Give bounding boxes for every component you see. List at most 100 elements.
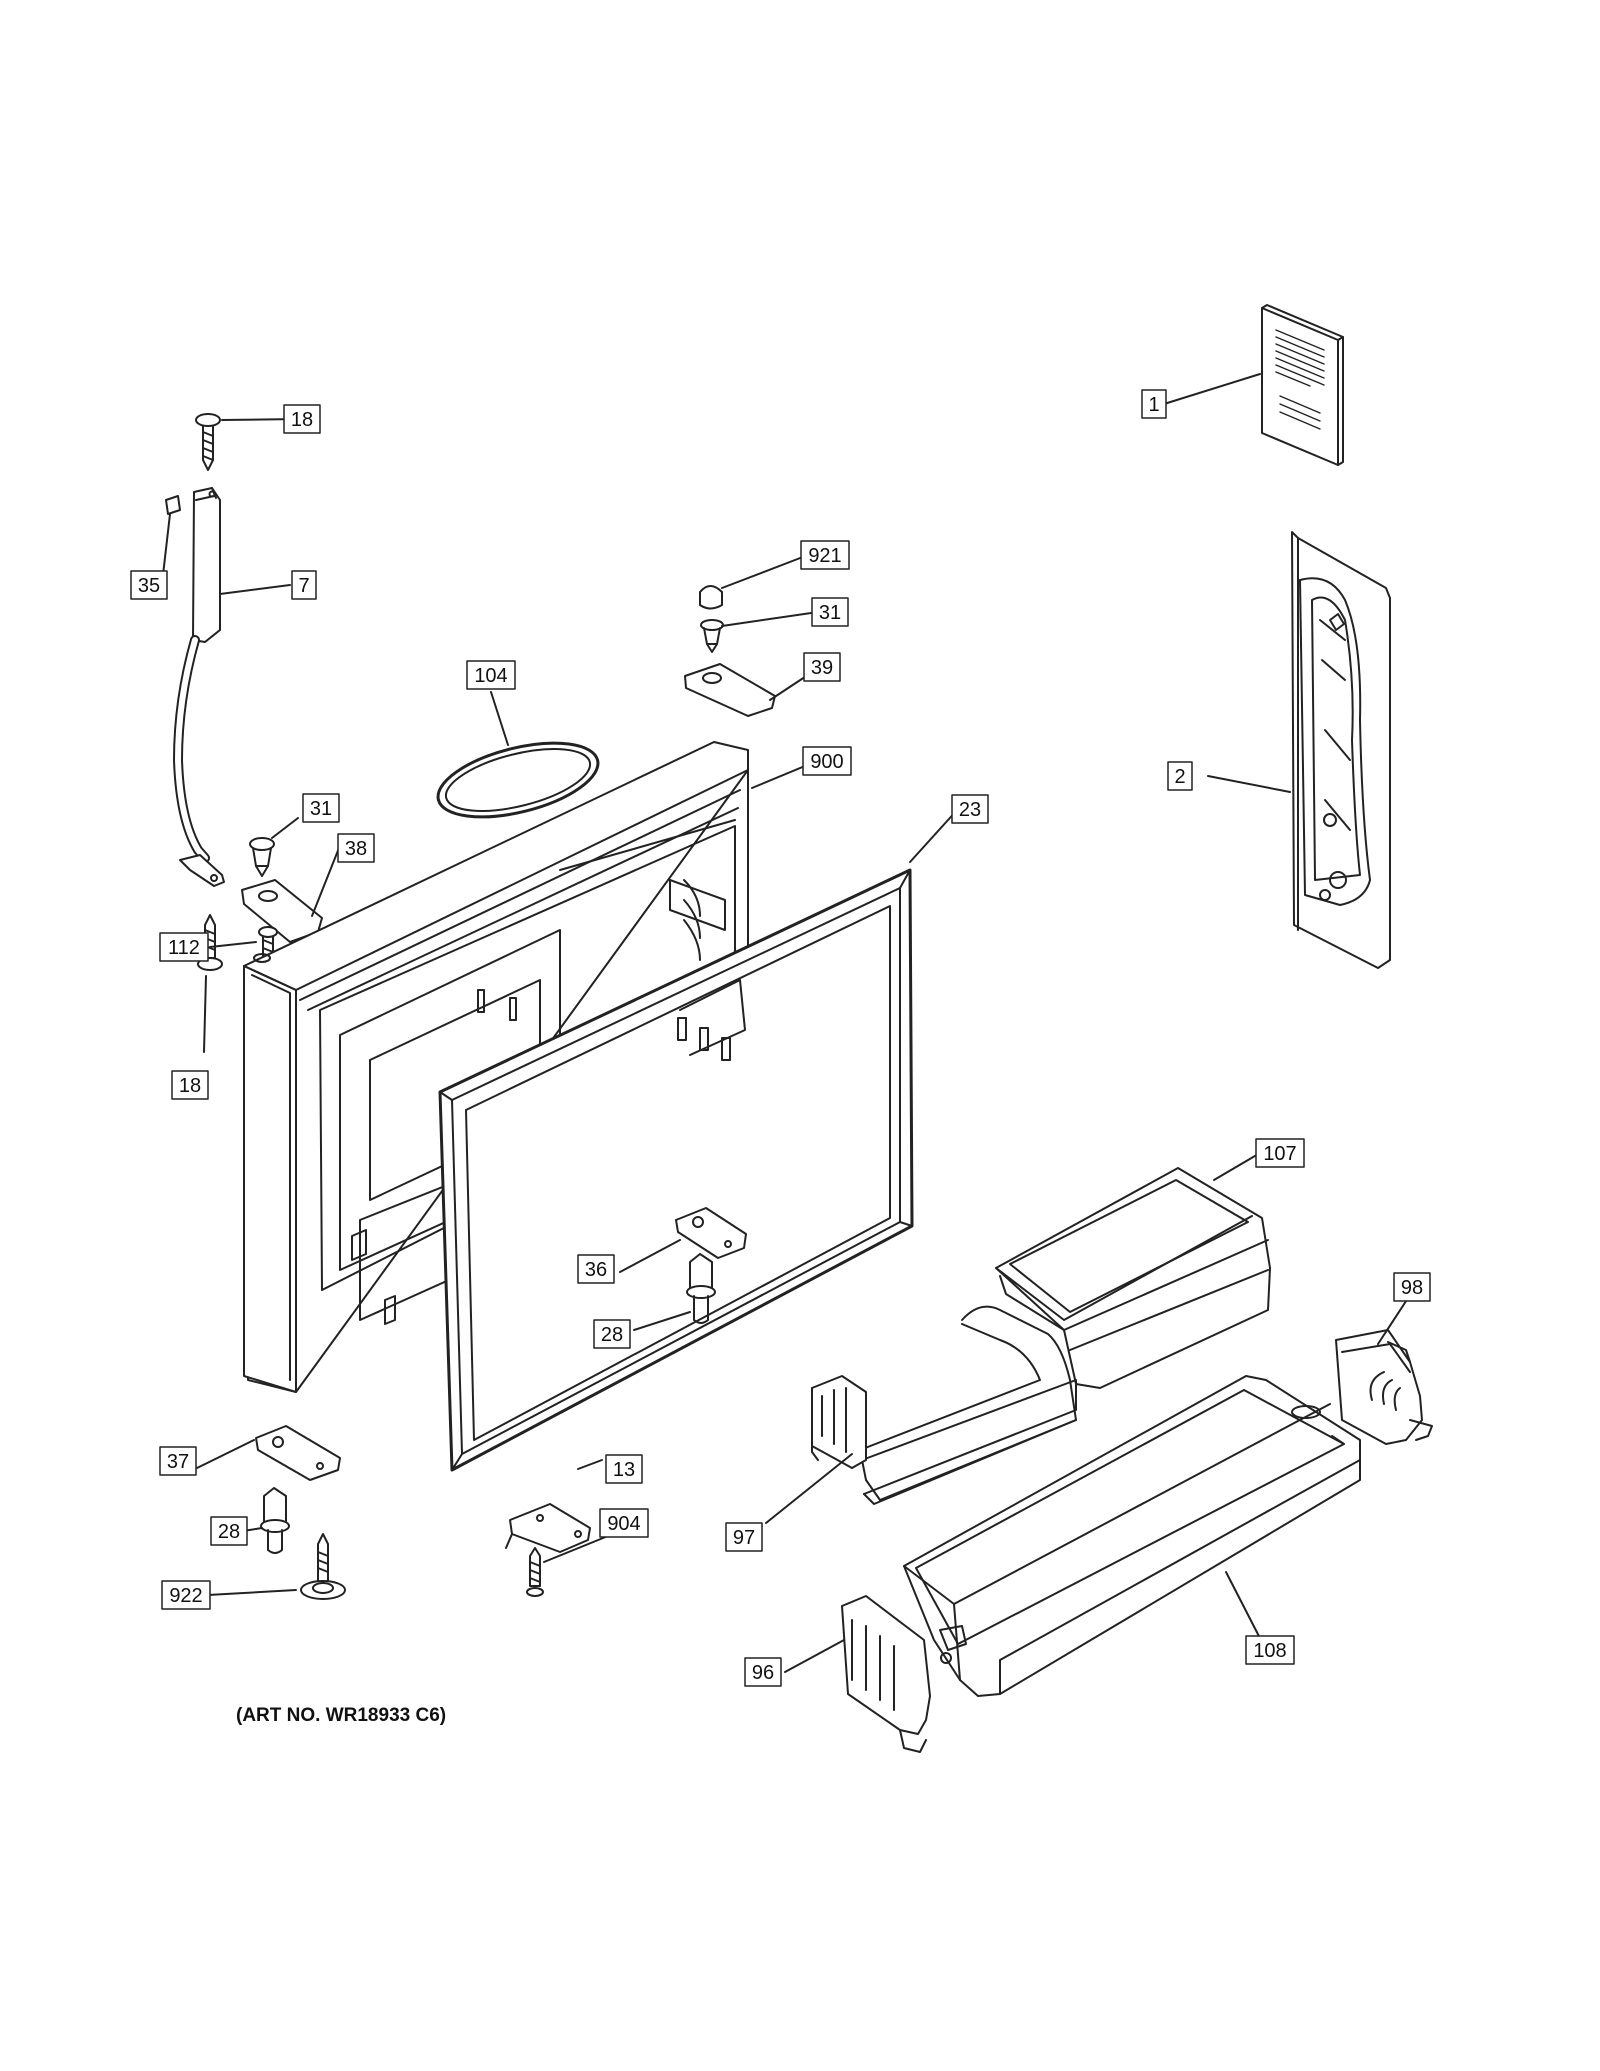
callout-box <box>811 597 849 627</box>
part-shelf-108 <box>903 1375 1361 1697</box>
callout-96: 96 <box>744 1657 782 1687</box>
callout-text: 31 <box>310 798 332 820</box>
callout-922: 922 <box>161 1580 211 1610</box>
callout-box <box>337 833 375 863</box>
callout-104: 104 <box>466 660 516 690</box>
part-bracket-36 <box>675 1207 747 1259</box>
part-end-cap-98 <box>1335 1329 1433 1445</box>
callout-text: 107 <box>1263 1143 1296 1165</box>
callout-900: 900 <box>802 746 852 776</box>
callout-39: 39 <box>803 652 841 682</box>
callout-text: 28 <box>601 1324 623 1346</box>
callout-text: 35 <box>138 575 160 597</box>
callout-box <box>744 1657 782 1687</box>
callout-38: 38 <box>337 833 375 863</box>
callout-35: 35 <box>130 570 168 600</box>
callout-text: 98 <box>1401 1277 1423 1299</box>
part-gasket-104 <box>436 741 600 819</box>
callout-107: 107 <box>1255 1138 1305 1168</box>
callout-text: 904 <box>607 1513 640 1535</box>
callout-box <box>593 1319 631 1349</box>
callout-text: 38 <box>345 838 367 860</box>
callout-box <box>159 1446 197 1476</box>
callout-text: 97 <box>733 1527 755 1549</box>
callout-box <box>1141 389 1167 419</box>
part-bin-107 <box>995 1167 1271 1389</box>
part-end-cap-96 <box>841 1595 931 1753</box>
callout-text: 112 <box>168 937 200 959</box>
callout-text: 104 <box>474 665 507 687</box>
callout-text: 13 <box>613 1459 635 1481</box>
callout-box <box>171 1070 209 1100</box>
callout-box <box>599 1508 649 1538</box>
callout-2: 2 <box>1167 761 1193 791</box>
callout-box <box>605 1454 643 1484</box>
callout-text: 39 <box>811 657 833 679</box>
callout-labels: 1271318182328283131353637383996979810410… <box>130 389 1431 1687</box>
callout-112: 112 <box>159 932 209 962</box>
callout-box <box>1393 1272 1431 1302</box>
callout-31: 31 <box>811 597 849 627</box>
callout-1: 1 <box>1141 389 1167 419</box>
callout-box <box>725 1522 763 1552</box>
callout-36: 36 <box>577 1254 615 1284</box>
callout-31: 31 <box>302 793 340 823</box>
callout-13: 13 <box>605 1454 643 1484</box>
callout-box <box>803 652 841 682</box>
callout-text: 36 <box>585 1259 607 1281</box>
callout-box <box>130 570 168 600</box>
part-bin-97 <box>811 1305 1077 1505</box>
callout-text: 900 <box>810 751 843 773</box>
part-hinge-arm <box>173 487 225 887</box>
part-label-card <box>1261 304 1344 466</box>
callout-box <box>1167 761 1193 791</box>
callout-text: 37 <box>167 1451 189 1473</box>
part-bracket-13 <box>505 1503 591 1553</box>
callout-98: 98 <box>1393 1272 1431 1302</box>
art-number: (ART NO. WR18933 C6) <box>236 1705 447 1726</box>
callout-box <box>577 1254 615 1284</box>
part-plunger-left <box>260 1487 290 1554</box>
callout-37: 37 <box>159 1446 197 1476</box>
part-plunger-center <box>686 1253 716 1324</box>
callout-box <box>210 1516 248 1546</box>
part-door-gasket-frame <box>438 868 914 1472</box>
callout-23: 23 <box>951 794 989 824</box>
callout-box <box>951 794 989 824</box>
callout-text: 108 <box>1253 1640 1286 1662</box>
part-35-pad <box>165 495 181 515</box>
callout-box <box>291 570 317 600</box>
callout-text: 2 <box>1174 766 1185 788</box>
callout-box <box>802 746 852 776</box>
callout-18: 18 <box>171 1070 209 1100</box>
part-screw-top <box>195 413 221 471</box>
leader-lines <box>162 373 1411 1673</box>
part-bushing-left <box>249 837 275 877</box>
callout-box <box>466 660 516 690</box>
callout-box <box>1255 1138 1305 1168</box>
callout-box <box>800 540 850 570</box>
callout-text: 921 <box>808 545 841 567</box>
part-screw-922 <box>300 1533 346 1600</box>
callout-text: 1 <box>1148 394 1159 416</box>
callout-text: 7 <box>298 575 309 597</box>
callout-text: 96 <box>752 1662 774 1684</box>
callout-921: 921 <box>800 540 850 570</box>
callout-box <box>302 793 340 823</box>
callout-text: 922 <box>169 1585 202 1607</box>
part-cap-921 <box>699 585 723 610</box>
callout-text: 18 <box>291 409 313 431</box>
part-hinge-cover-panel <box>1291 531 1391 969</box>
callout-28: 28 <box>593 1319 631 1349</box>
callout-box <box>159 932 209 962</box>
callout-text: 18 <box>179 1075 201 1097</box>
callout-18: 18 <box>283 404 321 434</box>
callout-108: 108 <box>1245 1635 1295 1665</box>
part-bracket-37 <box>255 1425 341 1481</box>
callout-box <box>1245 1635 1295 1665</box>
callout-text: 31 <box>819 602 841 624</box>
callout-904: 904 <box>599 1508 649 1538</box>
callout-box <box>161 1580 211 1610</box>
callout-97: 97 <box>725 1522 763 1552</box>
